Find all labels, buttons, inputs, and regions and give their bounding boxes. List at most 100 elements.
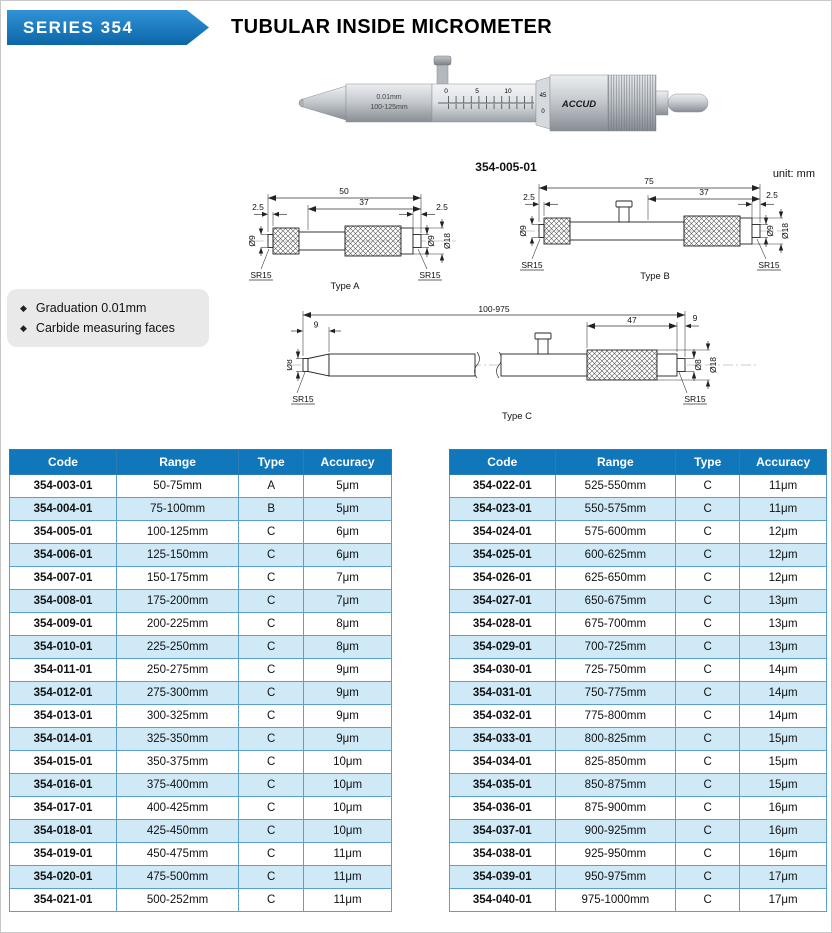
range-cell: 775-800mm [554,704,677,728]
type-cell: C [238,727,305,751]
accuracy-cell: 10μm [303,819,392,843]
accuracy-cell: 16μm [739,819,827,843]
accuracy-cell: 9μm [303,658,392,682]
type-cell: C [238,612,305,636]
type-cell: C [238,543,305,567]
range-cell: 675-700mm [554,612,677,636]
code-cell: 354-009-01 [9,612,117,636]
thimble [549,74,609,132]
code-cell: 354-015-01 [9,750,117,774]
code-cell: 354-038-01 [449,842,556,866]
type-cell: C [675,796,741,820]
dia-right-face-label: Ø9 [765,225,775,237]
code-cell: 354-028-01 [449,612,556,636]
feature-label: Carbide measuring faces [35,321,175,335]
code-cell: 354-024-01 [449,520,556,544]
type-a-drawing: 50 37 2.5 2.5 Ø9 Ø9 Ø18 SR15 SR15 Type A [248,186,456,291]
type-cell: C [675,704,741,728]
code-cell: 354-034-01 [449,750,556,774]
type-cell: C [238,681,305,705]
type-cell: C [238,520,305,544]
series-label: SERIES 354 [23,17,134,37]
type-cell: C [675,566,741,590]
range-cell: 575-600mm [554,520,677,544]
accuracy-cell: 16μm [739,796,827,820]
column-header: Type [238,449,305,475]
sleeve-number-0: 0 [444,88,448,95]
range-cell: 75-100mm [115,497,240,521]
code-cell: 354-013-01 [9,704,117,728]
code-cell: 354-018-01 [9,819,117,843]
dim-right-tip-label: 2.5 [766,190,778,200]
sleeve-ticks-upper [442,96,534,103]
type-cell: C [238,658,305,682]
column-header: Code [449,449,556,475]
range-cell: 825-850mm [554,750,677,774]
type-cell: C [238,819,305,843]
code-cell: 354-026-01 [449,566,556,590]
code-cell: 354-020-01 [9,865,117,889]
range-cell: 125-150mm [115,543,240,567]
type-b-caption: Type B [640,271,670,281]
range-cell: 200-225mm [115,612,240,636]
code-cell: 354-010-01 [9,635,117,659]
range-cell: 150-175mm [115,566,240,590]
diamond-bullet-icon: ◆ [20,322,27,333]
dia-left-label: Ø9 [248,235,257,247]
code-cell: 354-030-01 [449,658,556,682]
accuracy-cell: 8μm [303,635,392,659]
range-cell: 300-325mm [115,704,240,728]
feature-label: Graduation 0.01mm [35,301,147,315]
code-cell: 354-036-01 [449,796,556,820]
code-cell: 354-031-01 [449,681,556,705]
code-cell: 354-037-01 [449,819,556,843]
type-cell: B [238,497,305,521]
accuracy-cell: 7μm [303,589,392,613]
accuracy-cell: 15μm [739,727,827,751]
accuracy-cell: 9μm [303,704,392,728]
code-cell: 354-005-01 [9,520,117,544]
range-cell: 175-200mm [115,589,240,613]
column-header: Accuracy [739,449,827,475]
dim-left-tip-label: 2.5 [523,192,535,202]
type-cell: C [675,750,741,774]
range-cell: 375-400mm [115,773,240,797]
dia-right-face-label: Ø8 [693,359,703,371]
right-rod [667,93,709,113]
type-cell: C [675,842,741,866]
sr-right-label: SR15 [758,260,780,270]
accuracy-cell: 5μm [303,474,392,498]
range-cell: 650-675mm [554,589,677,613]
column-header: Accuracy [303,449,392,475]
accuracy-cell: 16μm [739,842,827,866]
page-title: TUBULAR INSIDE MICROMETER [231,16,553,38]
range-cell: 250-275mm [115,658,240,682]
accuracy-cell: 6μm [303,520,392,544]
accuracy-cell: 8μm [303,612,392,636]
sr-left-label: SR15 [521,260,543,270]
type-cell: C [675,727,741,751]
type-b-drawing: 75 37 2.5 2.5 Ø9 Ø9 Ø18 SR15 SR15 Type B [519,176,790,281]
code-cell: 354-025-01 [449,543,556,567]
type-a-body [267,225,422,257]
code-cell: 354-012-01 [9,681,117,705]
accuracy-cell: 5μm [303,497,392,521]
